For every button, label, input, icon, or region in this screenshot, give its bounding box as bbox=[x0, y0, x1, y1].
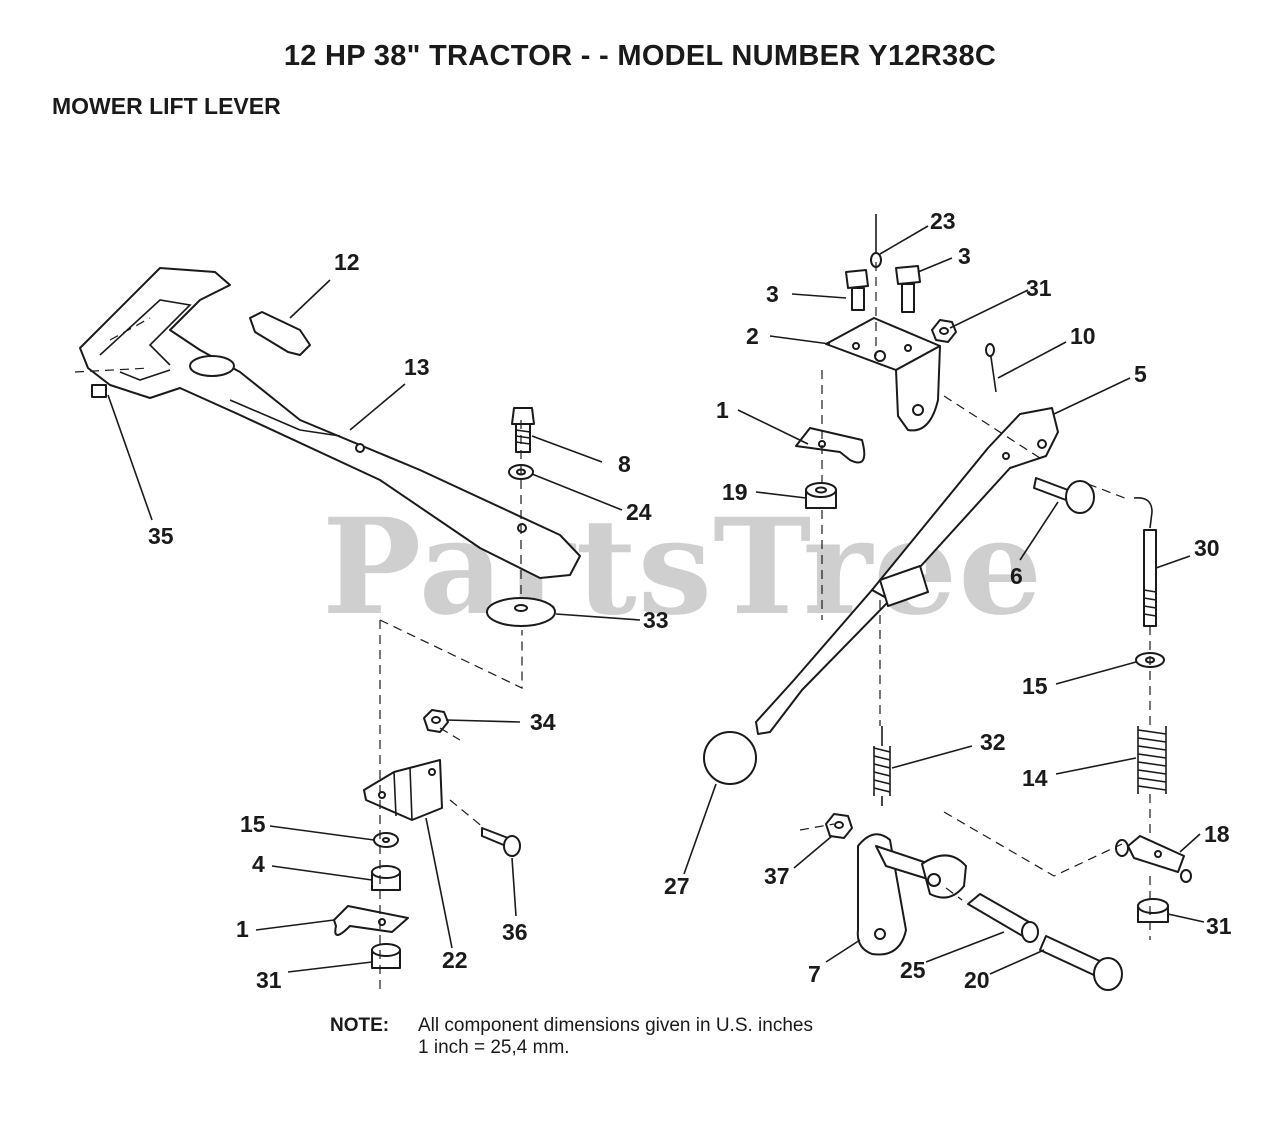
assembly-line-right-7 bbox=[799, 823, 963, 901]
part-31-nut-top bbox=[931, 319, 957, 343]
callout-18: 18 bbox=[1204, 821, 1230, 847]
part-22-bracket bbox=[363, 759, 443, 821]
part-3-bolt-left bbox=[845, 269, 869, 311]
part-18-trunnion bbox=[1115, 835, 1192, 883]
callout-20: 20 bbox=[964, 967, 990, 993]
assembly-line-left-2 bbox=[379, 619, 523, 689]
assembly-line-left-4 bbox=[439, 727, 485, 829]
callout-24: 24 bbox=[626, 499, 652, 525]
part-10-cotter-pin bbox=[985, 343, 997, 393]
part-15-washer-left bbox=[373, 832, 399, 848]
assembly-line-right-4 bbox=[943, 395, 1131, 501]
leader-lines bbox=[107, 225, 1205, 975]
part-30-lift-rod bbox=[1133, 496, 1157, 627]
part-12-handle-grip bbox=[249, 311, 311, 356]
assembly-line-left-5 bbox=[74, 317, 151, 373]
callout-6: 6 bbox=[1010, 563, 1023, 589]
callout-31-left: 31 bbox=[256, 967, 282, 993]
part-35-pin bbox=[91, 384, 107, 398]
part-36-bolt bbox=[481, 827, 521, 857]
part-7-lever-plate bbox=[856, 833, 967, 956]
part-23-cotter-pin bbox=[870, 214, 882, 268]
part-1-clip-left bbox=[333, 905, 409, 936]
callout-22: 22 bbox=[442, 947, 468, 973]
part-14-spring bbox=[1137, 726, 1167, 794]
callout-30: 30 bbox=[1194, 535, 1220, 561]
callout-14: 14 bbox=[1022, 765, 1048, 791]
callout-1-left: 1 bbox=[236, 916, 249, 942]
part-2-bracket bbox=[825, 317, 941, 432]
callout-37: 37 bbox=[764, 863, 790, 889]
part-4-spacer bbox=[371, 865, 401, 891]
callout-12: 12 bbox=[334, 249, 360, 275]
callout-31-right: 31 bbox=[1206, 913, 1232, 939]
callout-34: 34 bbox=[530, 709, 556, 735]
page-title: 12 HP 38" TRACTOR - - MODEL NUMBER Y12R3… bbox=[283, 40, 997, 72]
callout-13: 13 bbox=[404, 354, 430, 380]
callout-15-right: 15 bbox=[1022, 673, 1048, 699]
part-37-nut bbox=[825, 813, 853, 839]
part-27-knob bbox=[703, 731, 757, 785]
part-31-nut-left bbox=[371, 943, 401, 969]
part-34-nut bbox=[423, 709, 449, 733]
callout-36: 36 bbox=[502, 919, 528, 945]
callout-5: 5 bbox=[1134, 361, 1147, 387]
callout-7: 7 bbox=[808, 961, 821, 987]
part-13-lift-arm bbox=[79, 267, 581, 579]
callout-4: 4 bbox=[252, 851, 265, 877]
callout-2: 2 bbox=[746, 323, 759, 349]
callout-32: 32 bbox=[980, 729, 1006, 755]
callout-3-right: 3 bbox=[958, 243, 971, 269]
part-8-bolt bbox=[511, 407, 535, 453]
part-32-spring bbox=[873, 726, 891, 806]
callout-3-left: 3 bbox=[766, 281, 779, 307]
callout-23: 23 bbox=[930, 208, 956, 234]
callout-19: 19 bbox=[722, 479, 748, 505]
section-title: MOWER LIFT LEVER bbox=[52, 93, 281, 119]
callout-31-top: 31 bbox=[1026, 275, 1052, 301]
part-25-spacer-tube bbox=[967, 893, 1039, 943]
note-label: NOTE: bbox=[330, 1015, 390, 1036]
assembly-line-right-6 bbox=[943, 811, 1123, 877]
callout-35: 35 bbox=[148, 523, 174, 549]
callout-33: 33 bbox=[643, 607, 669, 633]
part-31-nut-right bbox=[1137, 898, 1169, 923]
note-line-1: All component dimensions given in U.S. i… bbox=[418, 1015, 813, 1036]
part-5-lift-lever bbox=[755, 407, 1059, 735]
part-33-large-washer bbox=[486, 597, 556, 627]
callout-8: 8 bbox=[618, 451, 631, 477]
callout-15-left: 15 bbox=[240, 811, 266, 837]
callout-25: 25 bbox=[900, 957, 926, 983]
part-19-nut bbox=[805, 482, 837, 509]
callout-1-right: 1 bbox=[716, 397, 729, 423]
callout-27: 27 bbox=[664, 873, 690, 899]
part-20-bolt bbox=[1039, 935, 1123, 991]
part-1-clip-right bbox=[795, 427, 866, 464]
part-3-bolt-right bbox=[895, 265, 921, 313]
part-6-shoulder-bolt bbox=[1033, 477, 1095, 514]
note-line-2: 1 inch = 25,4 mm. bbox=[418, 1037, 570, 1058]
callout-10: 10 bbox=[1070, 323, 1096, 349]
